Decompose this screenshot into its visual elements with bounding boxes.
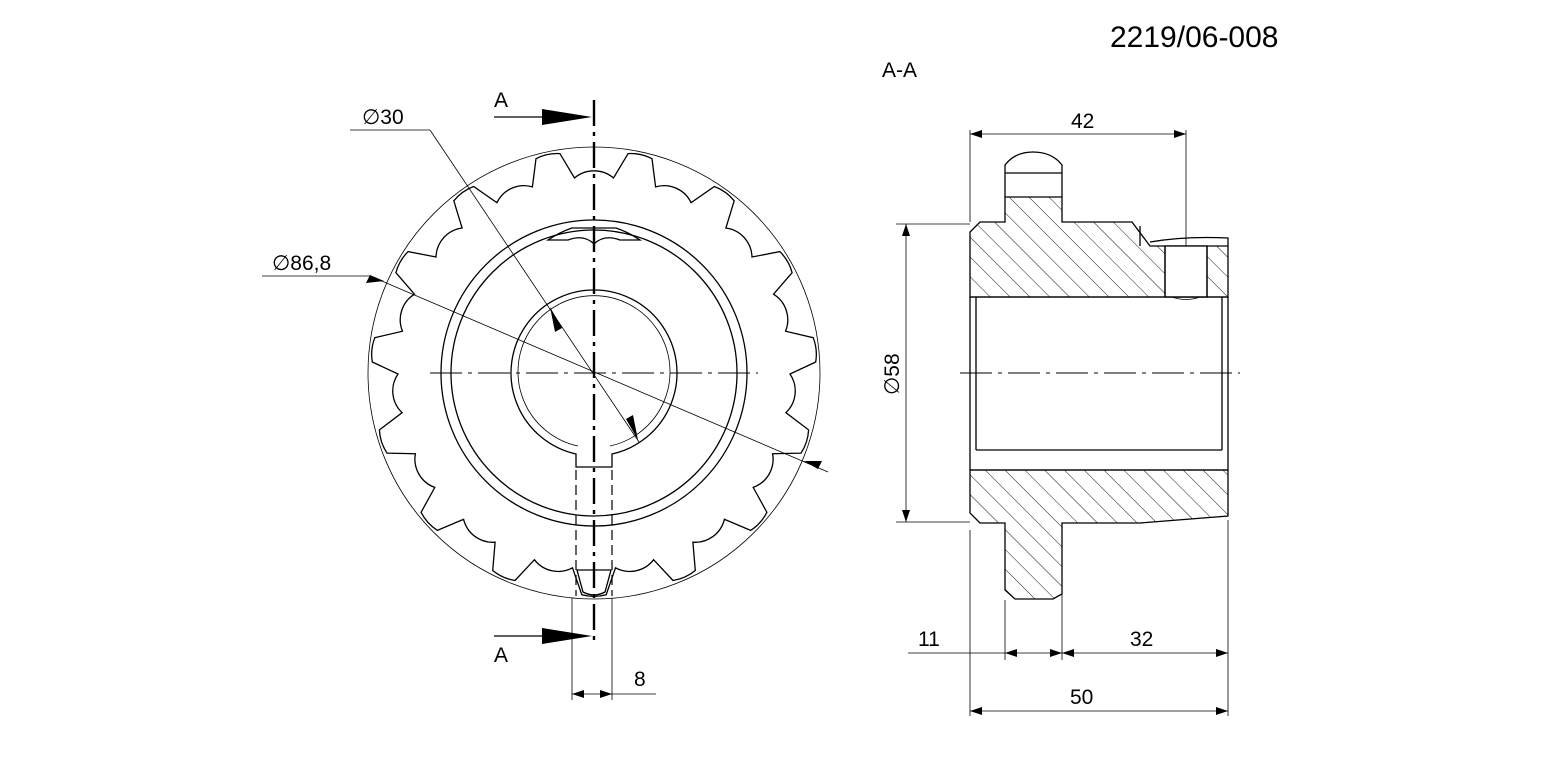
dim-hub-length: 42 bbox=[1071, 110, 1094, 133]
dim-keyway-width: 8 bbox=[634, 668, 646, 691]
section-title: A-A bbox=[882, 59, 917, 82]
dim-tooth-offset: 11 bbox=[918, 628, 940, 651]
dim-outer-hub-diameter: ∅58 bbox=[881, 353, 904, 395]
sprocket-front-view: A A ∅30 ∅86,8 8 bbox=[262, 89, 829, 700]
bore-chamfer bbox=[517, 295, 671, 447]
dim-overall-length: 50 bbox=[1070, 686, 1093, 709]
dim-bore-diameter: ∅30 bbox=[362, 106, 404, 129]
drawing-number: 2219/06-008 bbox=[1110, 21, 1279, 54]
bottom-tooth-notch bbox=[576, 569, 612, 596]
section-arrow-bottom bbox=[542, 628, 592, 644]
tooth-tip-top bbox=[1004, 151, 1063, 197]
hub-keyway-top bbox=[545, 227, 643, 245]
upper-section-hatch bbox=[969, 196, 1229, 298]
hub-relief bbox=[1139, 226, 1229, 246]
section-arrow-top bbox=[542, 109, 592, 125]
section-marker-top: A bbox=[494, 89, 508, 112]
section-marker-bottom: A bbox=[494, 644, 508, 667]
dim-tip-diameter: ∅86,8 bbox=[272, 252, 331, 275]
sprocket-tooth-outline bbox=[371, 152, 817, 597]
section-view-a-a: 42 ∅58 11 32 50 bbox=[881, 110, 1240, 716]
dim-right-length: 32 bbox=[1130, 628, 1153, 651]
lower-section-hatch bbox=[969, 469, 1229, 600]
radial-hole bbox=[1164, 245, 1208, 298]
